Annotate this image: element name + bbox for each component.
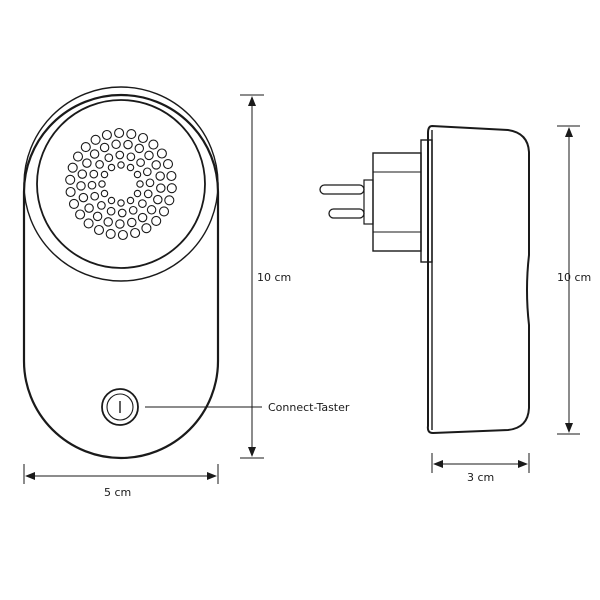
speaker-hole bbox=[137, 212, 148, 223]
speaker-hole bbox=[127, 217, 137, 228]
speaker-hole bbox=[87, 180, 97, 190]
speaker-hole bbox=[158, 206, 170, 217]
speaker-hole bbox=[90, 191, 100, 201]
speaker-hole bbox=[117, 208, 127, 218]
speaker-hole bbox=[107, 163, 116, 172]
speaker-hole bbox=[106, 206, 116, 216]
speaker-hole bbox=[123, 139, 133, 150]
speaker-hole bbox=[107, 196, 116, 205]
speaker-hole bbox=[126, 152, 136, 162]
speaker-hole bbox=[156, 183, 166, 193]
plug-pin-lower bbox=[328, 208, 365, 219]
speaker-hole bbox=[148, 139, 159, 150]
speaker-hole bbox=[143, 189, 153, 199]
speaker-hole bbox=[105, 228, 116, 239]
side-body-outline bbox=[426, 124, 530, 435]
speaker-hole bbox=[146, 205, 157, 215]
speaker-hole bbox=[137, 132, 149, 144]
speaker-hole bbox=[126, 196, 135, 205]
speaker-hole bbox=[95, 160, 104, 169]
speaker-hole bbox=[80, 142, 91, 153]
speaker-hole bbox=[98, 180, 106, 188]
speaker-hole bbox=[115, 219, 125, 229]
speaker-hole bbox=[100, 189, 109, 198]
speaker-hole bbox=[84, 203, 94, 213]
front-view bbox=[22, 86, 220, 460]
front-width-dimension bbox=[23, 464, 219, 484]
speaker-hole bbox=[82, 158, 92, 168]
connect-button bbox=[101, 388, 139, 426]
speaker-hole bbox=[72, 151, 84, 162]
speaker-hole bbox=[144, 150, 154, 161]
speaker-hole bbox=[89, 169, 99, 179]
speaker-grille-ring bbox=[36, 99, 206, 269]
speaker-hole bbox=[141, 223, 152, 234]
speaker-hole bbox=[67, 162, 78, 173]
speaker-hole bbox=[104, 153, 114, 163]
side-depth-label: 3 cm bbox=[467, 471, 494, 484]
speaker-hole bbox=[77, 169, 88, 179]
speaker-hole bbox=[68, 198, 80, 209]
speaker-hole bbox=[65, 186, 76, 198]
speaker-hole bbox=[133, 170, 142, 179]
speaker-hole bbox=[130, 227, 141, 239]
speaker-hole bbox=[136, 180, 144, 188]
speaker-hole bbox=[83, 218, 94, 229]
speaker-hole bbox=[76, 181, 86, 191]
front-width-label: 5 cm bbox=[104, 486, 131, 499]
speaker-hole bbox=[89, 149, 100, 159]
side-height-dimension bbox=[557, 125, 580, 435]
speaker-hole bbox=[162, 159, 174, 170]
side-height-label: 10 cm bbox=[557, 271, 591, 284]
plug-collar bbox=[363, 179, 374, 225]
plug-housing bbox=[372, 152, 422, 252]
speaker-hole bbox=[101, 129, 112, 141]
speaker-hole bbox=[117, 161, 125, 169]
speaker-hole bbox=[75, 209, 86, 220]
speaker-hole bbox=[136, 158, 145, 167]
speaker-hole bbox=[133, 189, 142, 198]
speaker-hole bbox=[134, 143, 145, 154]
speaker-hole bbox=[126, 129, 137, 140]
speaker-hole bbox=[156, 148, 167, 159]
front-height-label: 10 cm bbox=[257, 271, 291, 284]
speaker-hole bbox=[103, 217, 113, 227]
speaker-hole bbox=[111, 139, 121, 150]
speaker-hole bbox=[128, 205, 138, 215]
speaker-hole bbox=[78, 192, 89, 203]
speaker-hole bbox=[145, 178, 155, 188]
speaker-hole bbox=[151, 160, 161, 170]
speaker-hole bbox=[142, 167, 152, 177]
speaker-hole bbox=[151, 215, 162, 226]
front-body-outline bbox=[22, 93, 220, 460]
plug-pin-upper bbox=[319, 184, 365, 195]
speaker-hole bbox=[155, 171, 165, 181]
connect-button-label: Connect-Taster bbox=[268, 401, 350, 414]
speaker-hole bbox=[126, 163, 135, 172]
speaker-hole bbox=[99, 142, 110, 153]
side-view bbox=[319, 124, 530, 435]
speaker-grille bbox=[65, 127, 177, 241]
speaker-hole bbox=[166, 183, 177, 194]
speaker-hole bbox=[117, 199, 125, 207]
speaker-hole bbox=[65, 174, 76, 185]
speaker-hole bbox=[90, 134, 101, 145]
speaker-hole bbox=[92, 211, 103, 222]
speaker-hole bbox=[97, 201, 106, 210]
speaker-hole bbox=[117, 229, 128, 241]
front-height-dimension bbox=[240, 94, 264, 459]
speaker-hole bbox=[138, 199, 147, 208]
speaker-hole bbox=[93, 224, 105, 236]
connect-button-inner bbox=[106, 393, 134, 421]
speaker-hole bbox=[166, 170, 177, 182]
speaker-hole bbox=[100, 170, 109, 179]
speaker-hole bbox=[153, 194, 163, 205]
side-mount-plate bbox=[420, 139, 433, 263]
side-depth-dimension bbox=[431, 453, 530, 473]
speaker-hole bbox=[114, 127, 125, 139]
speaker-outer-ring bbox=[23, 86, 219, 282]
speaker-hole bbox=[115, 150, 125, 160]
speaker-hole bbox=[164, 195, 175, 206]
